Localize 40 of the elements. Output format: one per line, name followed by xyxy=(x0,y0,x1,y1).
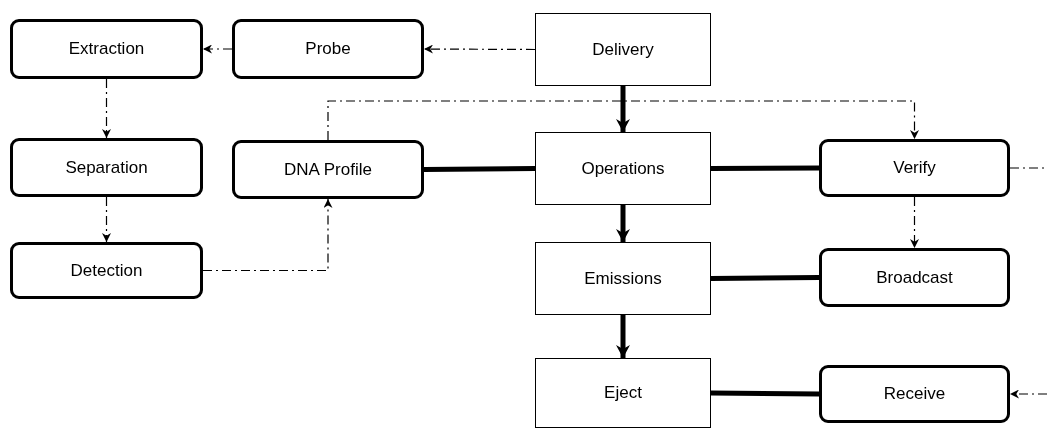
connector-line xyxy=(710,390,820,397)
rounded-process-box xyxy=(232,19,424,79)
connector-line xyxy=(711,165,819,171)
process-box xyxy=(535,13,711,86)
arrow xyxy=(616,205,630,242)
arrow xyxy=(616,86,630,132)
node-label: Detection xyxy=(70,260,143,281)
node-label: Separation xyxy=(65,157,148,178)
node-label: DNA Profile xyxy=(284,159,372,180)
rounded-process-box xyxy=(10,19,203,79)
node-label: Broadcast xyxy=(876,267,953,288)
connector-line xyxy=(1009,167,1047,169)
connector-line xyxy=(710,275,820,281)
arrow xyxy=(202,198,333,272)
arrow xyxy=(327,100,919,141)
connector-line xyxy=(423,166,536,172)
rounded-process-box xyxy=(819,248,1010,307)
node-label: Eject xyxy=(604,383,642,403)
arrow xyxy=(1009,389,1047,399)
arrow xyxy=(616,315,630,358)
rounded-process-box xyxy=(232,140,424,199)
arrow xyxy=(202,44,233,54)
node-label: Probe xyxy=(305,39,351,59)
rounded-process-box xyxy=(10,138,203,197)
arrow xyxy=(102,78,111,139)
process-box xyxy=(535,132,711,205)
node-label: Delivery xyxy=(592,39,654,60)
arrow xyxy=(910,196,919,249)
arrow xyxy=(102,196,111,243)
node-label: Receive xyxy=(883,384,946,404)
process-box xyxy=(535,242,711,315)
node-label: Verify xyxy=(893,158,936,178)
node-label: Operations xyxy=(581,158,665,179)
rounded-process-box xyxy=(819,365,1010,423)
rounded-process-box xyxy=(10,242,203,299)
node-label: Extraction xyxy=(68,39,145,59)
process-box xyxy=(535,358,711,428)
arrow xyxy=(423,44,536,54)
rounded-process-box xyxy=(819,139,1010,197)
node-label: Emissions xyxy=(584,268,662,289)
